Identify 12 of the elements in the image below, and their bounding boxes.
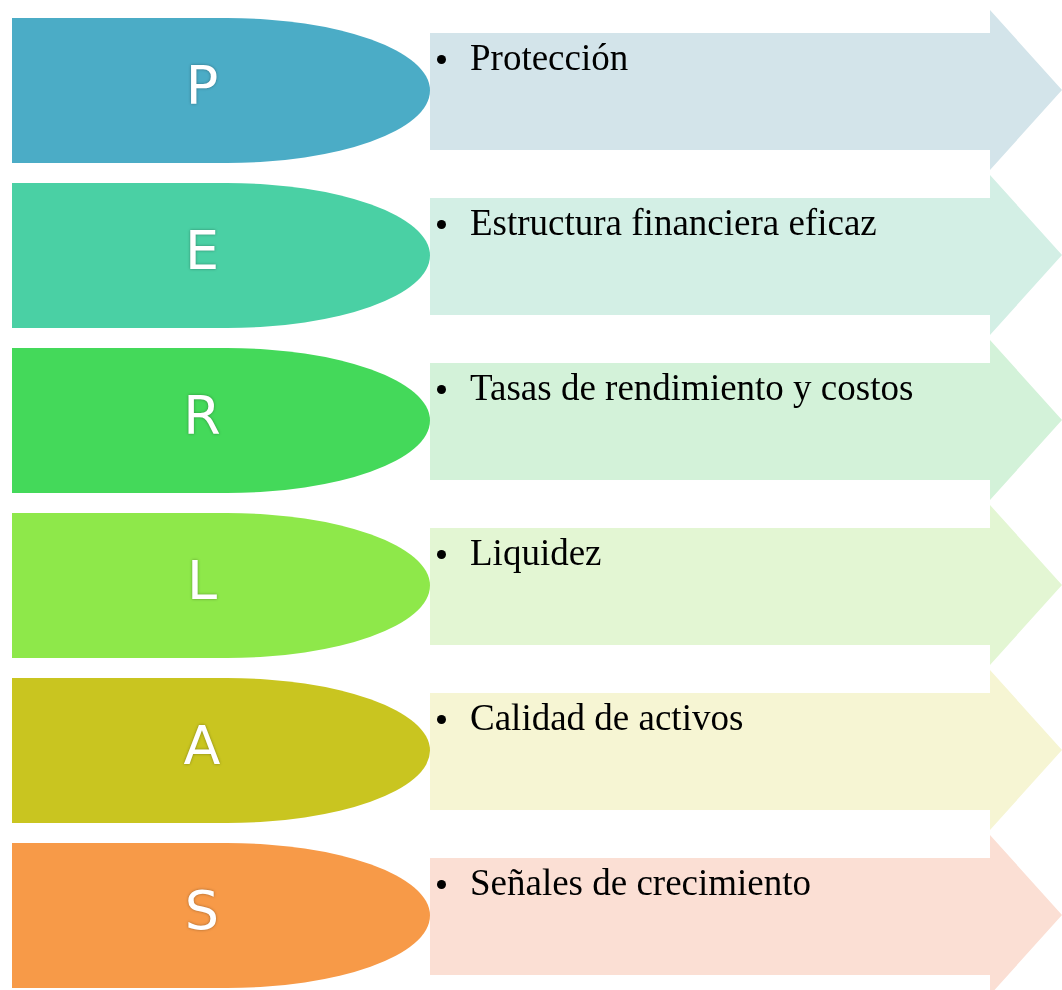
list-item: Protección	[470, 36, 629, 80]
letter-label: R	[182, 384, 222, 448]
letter-label: S	[183, 879, 221, 943]
list-item: Liquidez	[470, 531, 602, 575]
list-item: Calidad de activos	[470, 696, 744, 740]
list-item: Tasas de rendimiento y costos	[470, 366, 914, 410]
letter-label: E	[183, 219, 221, 283]
letter-label: L	[185, 549, 219, 613]
list-item: Señales de crecimiento	[470, 861, 812, 905]
letter-label: P	[184, 54, 220, 118]
letter-label: A	[182, 714, 222, 778]
list-item: Estructura financiera eficaz	[470, 201, 877, 245]
